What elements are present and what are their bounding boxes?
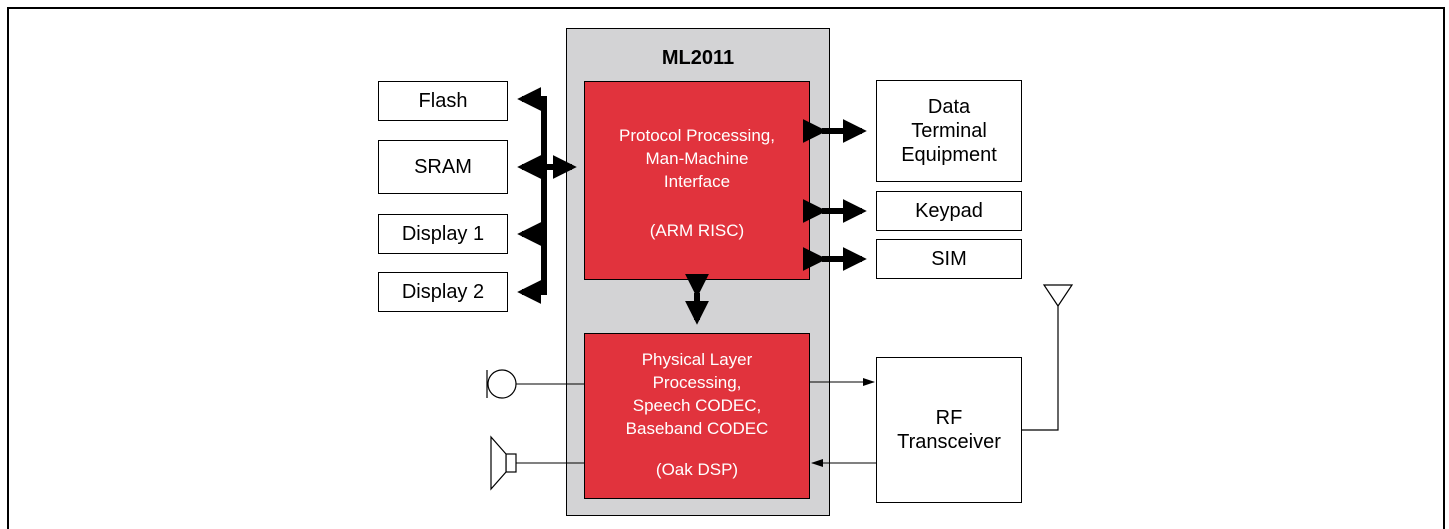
display2-label: Display 2: [401, 281, 485, 303]
speaker-icon: [490, 435, 517, 491]
dte-box: Data Terminal Equipment: [876, 80, 1022, 182]
sram-label: SRAM: [414, 156, 472, 178]
keypad-label: Keypad: [915, 200, 983, 222]
oak-dsp-block: Physical Layer Processing, Speech CODEC,…: [584, 333, 810, 499]
arm-line-2: Man-Machine: [645, 149, 749, 168]
sram-box: SRAM: [378, 140, 508, 194]
flash-box: Flash: [378, 81, 508, 121]
arm-core-label: (ARM RISC): [649, 221, 745, 240]
arm-line-1: Protocol Processing,: [619, 126, 775, 145]
keypad-box: Keypad: [876, 191, 1022, 231]
dsp-line-3: Speech CODEC,: [632, 396, 762, 415]
dte-line-3: Equipment: [901, 144, 997, 166]
dsp-line-4: Baseband CODEC: [625, 419, 769, 438]
dsp-core-label: (Oak DSP): [655, 460, 739, 479]
sim-label: SIM: [931, 248, 967, 270]
dte-line-2: Terminal: [911, 120, 987, 142]
sim-box: SIM: [876, 239, 1022, 279]
antenna-icon: [1022, 284, 1074, 431]
rf-line-2: Transceiver: [897, 431, 1001, 453]
dsp-line-1: Physical Layer: [641, 350, 753, 369]
chip-title: ML2011: [661, 47, 735, 69]
microphone-icon: [486, 369, 517, 399]
arm-line-3: Interface: [663, 172, 731, 191]
display1-box: Display 1: [378, 214, 508, 254]
rf-line-1: RF: [935, 407, 963, 429]
dsp-line-2: Processing,: [652, 373, 742, 392]
rf-transceiver-box: RF Transceiver: [876, 357, 1022, 503]
flash-label: Flash: [418, 90, 468, 112]
dte-line-1: Data: [927, 96, 971, 118]
display1-label: Display 1: [401, 223, 485, 245]
display2-box: Display 2: [378, 272, 508, 312]
